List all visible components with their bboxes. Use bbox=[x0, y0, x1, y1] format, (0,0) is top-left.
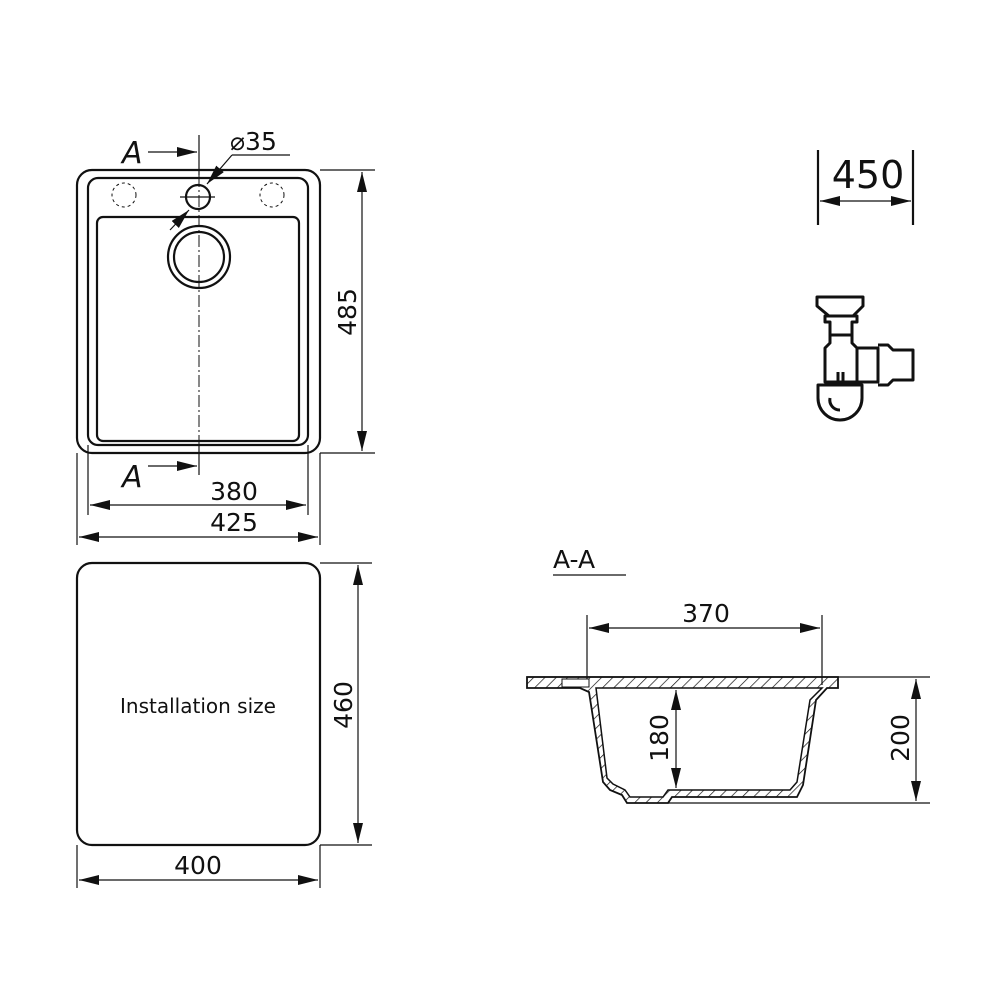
siphon-icon bbox=[815, 295, 915, 422]
section-marker-bottom: A bbox=[120, 460, 143, 495]
inner-width-dim: 380 bbox=[210, 477, 258, 506]
optional-hole-right bbox=[259, 182, 285, 208]
installation-label: Installation size bbox=[120, 694, 276, 718]
sink-bowl bbox=[95, 215, 301, 443]
installation-width-dim: 400 bbox=[174, 851, 222, 880]
height-dim: 485 bbox=[333, 288, 362, 336]
section-view: A-A 370 180 200 bbox=[526, 545, 930, 804]
section-title: A-A bbox=[553, 545, 595, 574]
installation-cutout: Installation size 460 400 bbox=[75, 561, 372, 888]
tap-hole-dim: ⌀35 bbox=[230, 127, 277, 156]
total-depth-dim: 200 bbox=[886, 714, 915, 762]
optional-hole-left bbox=[111, 182, 137, 208]
top-view: A A ⌀35 485 380 425 bbox=[75, 127, 375, 545]
section-marker-top: A bbox=[120, 136, 143, 171]
cabinet-width-dim: 450 bbox=[832, 153, 905, 197]
installation-height-dim: 460 bbox=[329, 681, 358, 729]
cabinet-width: 450 bbox=[816, 150, 915, 225]
outer-width-dim: 425 bbox=[210, 508, 258, 537]
sink-rim bbox=[86, 176, 310, 447]
section-width-dim: 370 bbox=[682, 599, 730, 628]
inner-depth-dim: 180 bbox=[645, 714, 674, 762]
